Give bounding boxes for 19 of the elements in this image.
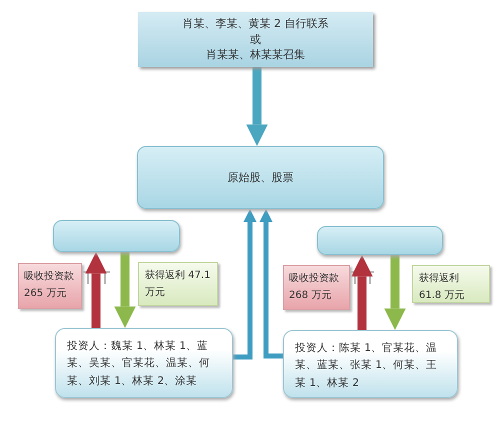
arrow: [351, 255, 373, 330]
text-line: 肖某某、林某某召集: [206, 47, 305, 64]
amount-callout: 吸收投资款 268 万元: [283, 265, 350, 310]
info-box: 原始股、股票: [137, 146, 384, 209]
text-line: 肖某、李某、黄某 2 自行联系: [182, 16, 328, 32]
investor-box: 投资人：魏某 1、林某 1、蓝某、吴某、官某花、温某、何某、刘某 1、林某 2、涂某: [55, 328, 233, 398]
amount-callout: 吸收投资款 265 万元: [18, 263, 82, 309]
blank-box: [53, 220, 180, 252]
arrow: [233, 209, 256, 360]
amount-callout: 获得返利 61.8 万元: [412, 265, 490, 303]
arrow: [260, 209, 283, 358]
blank-box: [317, 226, 443, 255]
info-box: [138, 12, 373, 67]
arrow: [246, 67, 268, 146]
investor-box: 投资人：陈某 1、官某花、温某、蓝某、张某 1、何某、王某 1、林某 2: [283, 330, 458, 398]
text-line: 或: [250, 32, 261, 48]
amount-callout: 获得返利 47.1 万元: [138, 262, 218, 306]
arrow: [384, 255, 406, 330]
arrow: [85, 252, 107, 328]
